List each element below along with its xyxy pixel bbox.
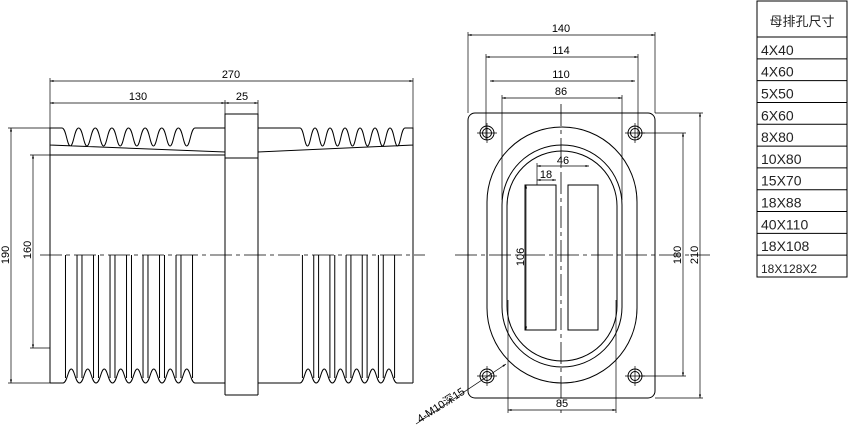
hole-icon [477,366,497,386]
dim-slot-width: 18 [540,169,552,181]
dim-outer-width: 110 [552,69,570,81]
table-row: 18X108 [761,238,809,254]
front-view: 140 114 110 86 46 18 106 180 210 85 4-M1… [415,23,710,426]
table-row: 5X50 [761,85,794,101]
dim-hole-spacing-y: 180 [672,246,684,264]
table-row: 4X60 [761,64,794,80]
dim-plate-width: 140 [552,23,570,35]
mounting-plate [467,112,656,399]
side-view: 270 130 25 190 160 [0,69,425,396]
dim-overall-length: 270 [222,69,240,81]
dim-hole-spacing-x: 114 [552,45,570,57]
table-row: 4X40 [761,42,794,58]
table-header: 母排孔尺寸 [769,15,834,30]
table-row: 40X110 [761,216,808,232]
busbar-slot-right [567,184,599,331]
dim-inner-width: 86 [555,86,567,98]
center-flange-top [224,113,259,159]
dim-bottom-width: 85 [556,398,568,410]
rib-waves [299,368,398,384]
dim-half-length: 130 [129,91,147,103]
table-row: 15X70 [761,173,802,189]
middle-oval [501,144,623,368]
bottom-ribs [50,255,413,384]
hole-icon [477,123,497,143]
dim-inner-height: 160 [22,241,34,259]
table-row: 6X60 [761,107,794,123]
inner-oval [506,150,618,362]
dim-outer-height: 190 [0,246,12,264]
table-row: 10X80 [761,151,802,167]
table-row: 8X80 [761,129,794,145]
rib-waves [62,368,196,384]
dim-slot-span: 46 [557,155,569,167]
hole-note: 4-M10深15 [415,385,468,426]
table-row: 18X88 [761,195,802,211]
table-row: 18X128X2 [761,262,817,276]
dim-flange-width: 25 [236,91,248,103]
left-shed-section [49,127,226,153]
busbar-slot-left [524,184,557,331]
right-shed-section [257,127,414,153]
dim-plate-height: 210 [689,246,701,264]
busbar-hole-size-table: 母排孔尺寸 4X40 4X60 5X50 6X60 8X80 10X80 15X70 18X8… [756,0,848,278]
dim-slot-height: 106 [515,248,527,266]
